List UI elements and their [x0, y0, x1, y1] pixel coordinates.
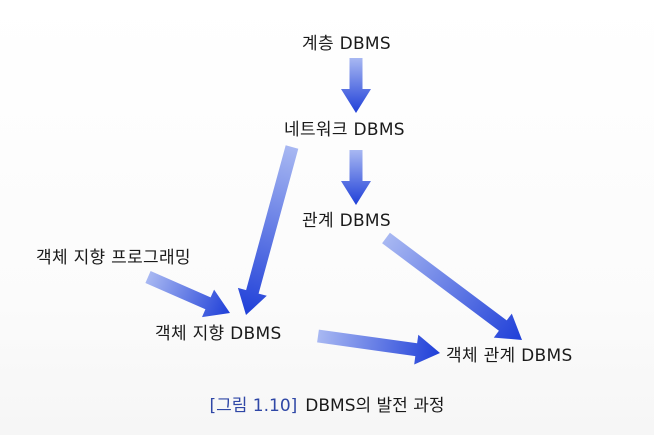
node-relational-dbms: 관계 DBMS — [302, 211, 391, 231]
node-object-oriented-programming: 객체 지향 프로그래밍 — [36, 248, 191, 268]
figure-caption: [그림 1.10] DBMS의 발전 과정 — [0, 395, 654, 417]
node-network-dbms: 네트워크 DBMS — [284, 120, 405, 140]
arrow-oop-to-object-oriented — [145, 271, 230, 318]
figure-caption-title: DBMS의 발전 과정 — [305, 396, 445, 416]
arrow-object-oriented-to-object-relational — [317, 329, 440, 365]
node-object-oriented-dbms: 객체 지향 DBMS — [155, 324, 282, 344]
figure-caption-label: [그림 1.10] — [209, 396, 298, 416]
arrow-hierarchical-to-network — [341, 58, 371, 113]
arrow-relational-to-object-relational — [382, 232, 522, 340]
arrow-network-to-relational — [341, 150, 371, 205]
node-object-relational-dbms: 객체 관계 DBMS — [446, 346, 573, 366]
arrow-network-to-object-oriented — [237, 145, 299, 315]
node-hierarchical-dbms: 계층 DBMS — [302, 34, 391, 54]
